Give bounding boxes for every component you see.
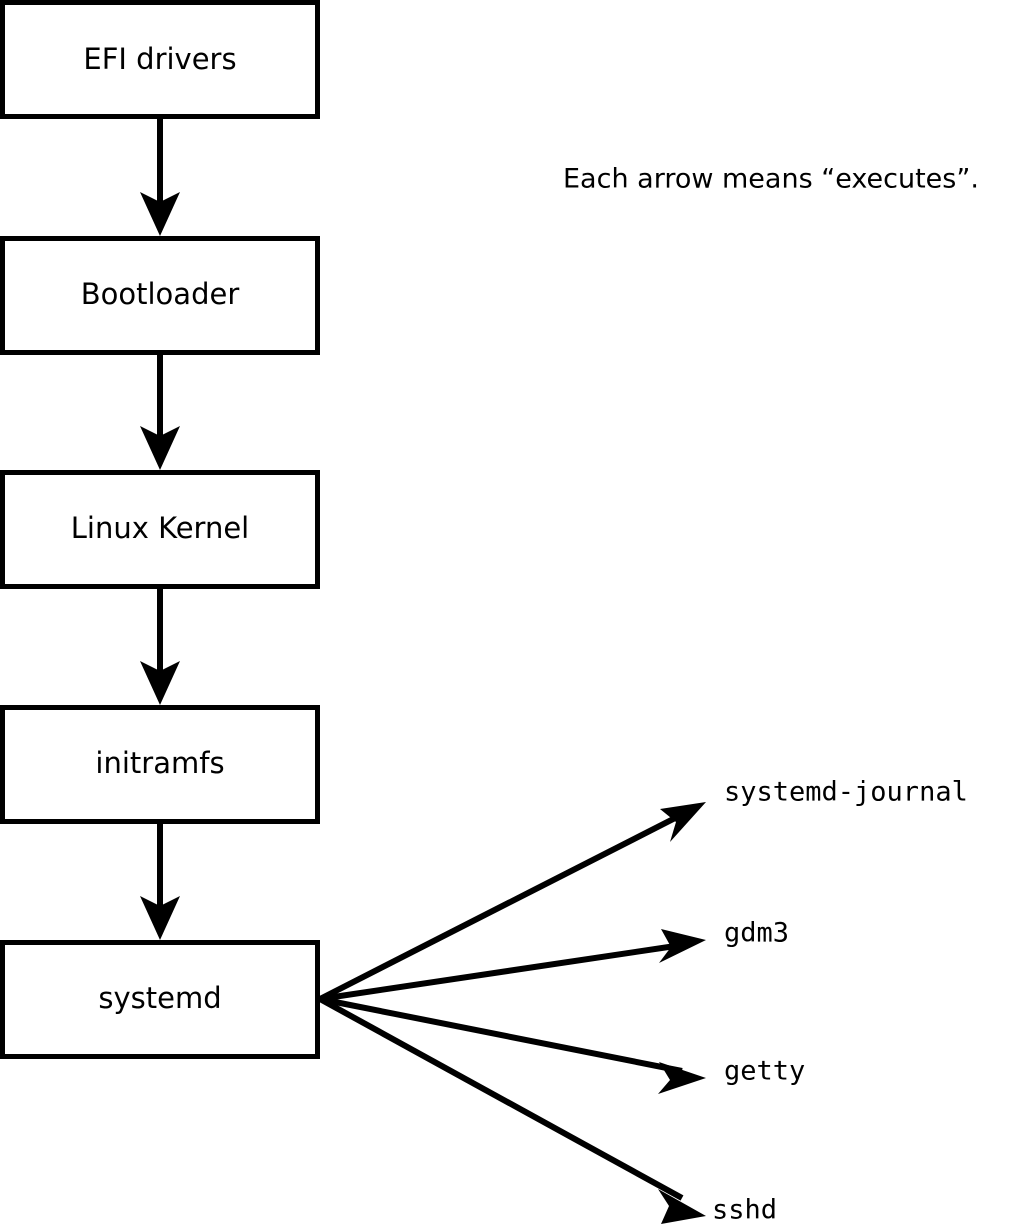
stage-box-linux-kernel[interactable]: Linux Kernel <box>0 470 320 589</box>
service-label-getty: getty <box>724 1056 805 1087</box>
stage-box-bootloader[interactable]: Bootloader <box>0 236 320 355</box>
stage-box-label: Bootloader <box>81 277 240 311</box>
stage-box-outline <box>0 0 320 119</box>
flow-arrow-efi-to-bootloader <box>140 119 180 236</box>
stage-box-outline <box>0 236 320 355</box>
flow-arrow-kernel-to-initramfs <box>140 589 180 705</box>
stage-box-label: EFI drivers <box>83 42 236 76</box>
stage-box-outline <box>0 470 320 589</box>
service-label-sshd: sshd <box>712 1195 777 1226</box>
fan-arrow-sshd <box>318 996 706 1224</box>
flow-arrow-initramfs-to-systemd <box>140 824 180 940</box>
stage-box-outline <box>0 940 320 1059</box>
stage-box-outline <box>0 705 320 824</box>
stage-box-label: systemd <box>98 981 221 1015</box>
stage-box-initramfs[interactable]: initramfs <box>0 705 320 824</box>
flow-arrow-bootloader-to-kernel <box>140 355 180 470</box>
fan-arrow-gdm3 <box>319 929 706 1002</box>
fan-arrow-systemd-journal <box>318 802 706 1002</box>
stage-box-systemd[interactable]: systemd <box>0 940 320 1059</box>
stage-box-efi-drivers[interactable]: EFI drivers <box>0 0 320 119</box>
service-label-systemd-journal: systemd-journal <box>724 777 968 808</box>
stage-box-label: initramfs <box>95 746 224 780</box>
fan-arrow-getty <box>319 996 706 1094</box>
diagram-caption: Each arrow means “executes”. <box>563 164 979 195</box>
service-label-gdm3: gdm3 <box>724 918 789 949</box>
stage-box-label: Linux Kernel <box>71 511 249 545</box>
